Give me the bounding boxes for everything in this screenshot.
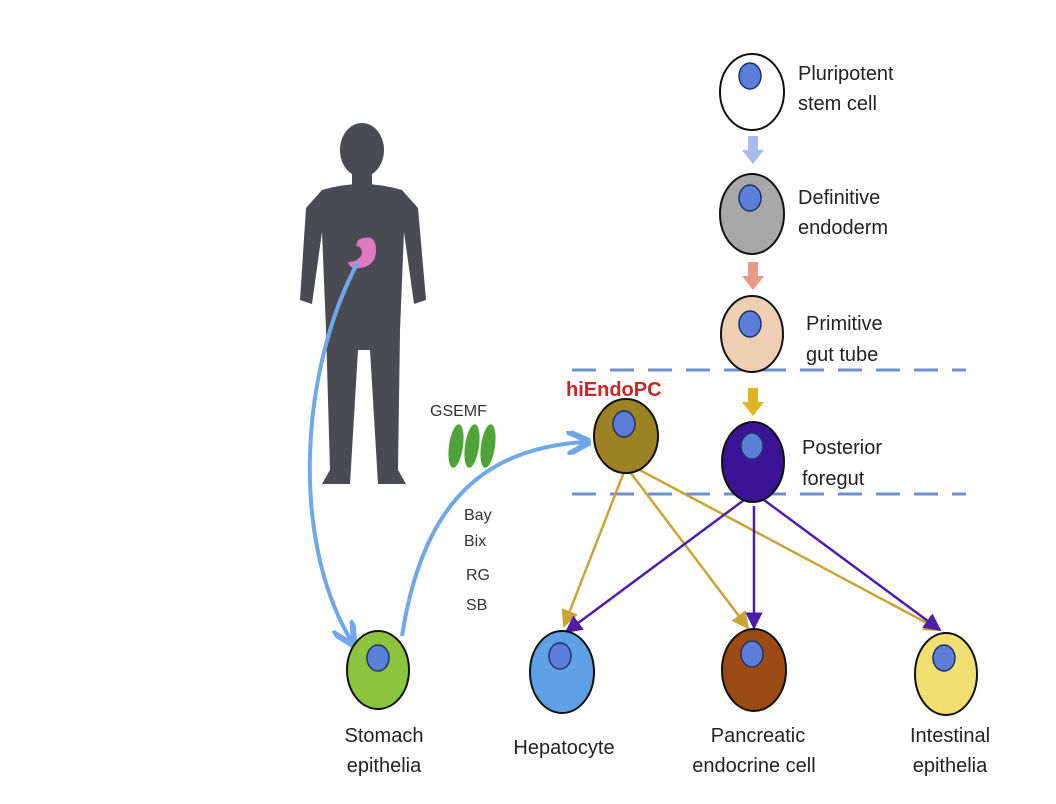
foregut-lineage-arrows (564, 498, 942, 634)
label-factor-rg: RG (466, 567, 490, 584)
hiendopc-lineage-arrows (561, 466, 942, 632)
label-stomach-line1: Stomach (345, 725, 424, 747)
label-factor-bay: Bay (464, 507, 492, 524)
cell-hiendopc (593, 398, 659, 474)
stomach-icon (348, 237, 376, 269)
stomach-sampling-arrow (307, 261, 360, 642)
progression-arrow-2 (742, 262, 764, 290)
label-hiendopc: hiEndoPC (566, 379, 662, 401)
label-definitive-line1: Definitive (798, 187, 880, 209)
label-pancreatic-line1: Pancreatic (711, 725, 806, 747)
cell-definitive-endoderm (719, 173, 785, 255)
human-silhouette-icon (300, 123, 426, 484)
label-pluripotent-line1: Pluripotent (798, 63, 894, 85)
cell-stomach-epithelia (346, 630, 410, 710)
cell-posterior-foregut (721, 421, 785, 503)
progression-arrow-1 (742, 136, 764, 164)
cell-intestinal-epithelia (914, 632, 978, 716)
label-posterior-line1: Posterior (802, 437, 882, 459)
cell-hepatocyte (529, 630, 595, 714)
cell-primitive-gut-tube (720, 295, 784, 373)
progression-arrow-3 (742, 388, 764, 416)
label-factor-sb: SB (466, 597, 487, 614)
label-gsemf: GSEMF (430, 403, 487, 420)
label-intestinal-line1: Intestinal (910, 725, 990, 747)
cell-pancreatic-endocrine (721, 628, 787, 712)
label-pluripotent-line2: stem cell (798, 93, 877, 115)
label-primitive-line2: gut tube (806, 344, 878, 366)
label-hepatocyte: Hepatocyte (513, 737, 614, 759)
label-posterior-line2: foregut (802, 468, 865, 490)
cell-pluripotent (719, 53, 785, 131)
label-primitive-line1: Primitive (806, 313, 883, 335)
label-pancreatic-line2: endocrine cell (692, 755, 815, 777)
label-intestinal-line2: epithelia (913, 755, 988, 777)
label-stomach-line2: epithelia (347, 755, 422, 777)
label-factor-bix: Bix (464, 533, 486, 550)
gsemf-leaf-icon (448, 424, 496, 468)
label-definitive-line2: endoderm (798, 217, 888, 239)
reprogramming-arrow (400, 442, 586, 637)
